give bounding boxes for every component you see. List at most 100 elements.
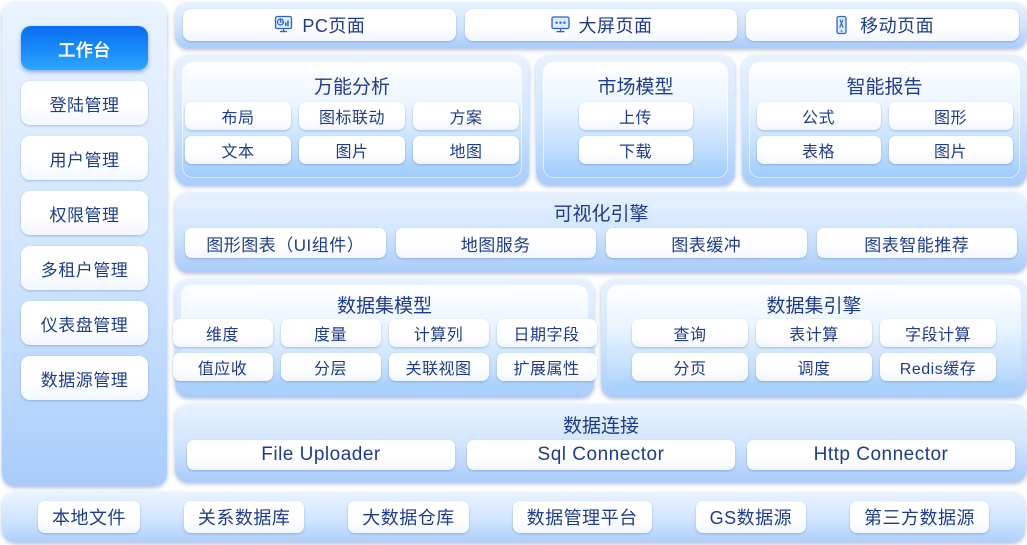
chip-table[interactable]: 表格 (756, 136, 881, 164)
section-title: 数据集模型 (336, 295, 432, 317)
sidebar-item-datasource-management[interactable]: 数据源管理 (21, 356, 148, 400)
dataset-row: 数据集模型 维度 度量 计算列 日期字段 值应收 分层 关联视图 扩展属性 (172, 279, 1027, 397)
dataset-row-items: 查询 表计算 字段计算 (632, 319, 996, 347)
chip-gs-datasource[interactable]: GS数据源 (695, 501, 807, 533)
chip-sql-connector[interactable]: Sql Connector (467, 440, 735, 470)
chip-graphic[interactable]: 图形 (888, 102, 1013, 130)
chip-label: Sql Connector (537, 444, 665, 465)
module-title: 市场模型 (597, 76, 674, 98)
chip-text[interactable]: 文本 (185, 136, 291, 164)
module-card: 智能报告 公式 图形 表格 图片 (749, 62, 1020, 178)
chip-date-field[interactable]: 日期字段 (496, 319, 597, 347)
tab-label: PC页面 (302, 16, 366, 36)
chip-label: 计算列 (413, 327, 464, 344)
module-market-model: 市场模型 上传 下载 (536, 55, 735, 185)
chip-table-calculation[interactable]: 表计算 (756, 319, 872, 347)
dataset-model-section: 数据集模型 维度 度量 计算列 日期字段 值应收 分层 关联视图 扩展属性 (172, 279, 597, 397)
sidebar-item-permission-management[interactable]: 权限管理 (21, 191, 148, 235)
chip-data-management-platform[interactable]: 数据管理平台 (512, 501, 652, 533)
sidebar-item-user-management[interactable]: 用户管理 (21, 136, 148, 180)
chip-relational-database[interactable]: 关系数据库 (183, 501, 305, 533)
chip-label: 图标联动 (318, 110, 385, 127)
chip-calculated-column[interactable]: 计算列 (388, 319, 489, 347)
chip-extended-attribute[interactable]: 扩展属性 (496, 353, 597, 381)
module-row: 公式 图形 (756, 102, 1013, 130)
chip-ui-charts[interactable]: 图形图表（UI组件） (185, 228, 386, 258)
chip-upload[interactable]: 上传 (578, 102, 693, 130)
chip-measure[interactable]: 度量 (280, 319, 381, 347)
mobile-phone-icon (831, 15, 852, 35)
chip-label: 图形图表（UI组件） (206, 235, 365, 255)
visualization-engine-items: 图形图表（UI组件） 地图服务 图表缓冲 图表智能推荐 (175, 228, 1027, 258)
pc-monitor-icon (273, 15, 294, 35)
tab-large-screen-page[interactable]: 大屏页面 (464, 9, 738, 41)
module-smart-report: 智能报告 公式 图形 表格 图片 (742, 55, 1027, 185)
chip-label: 分页 (673, 361, 707, 378)
module-card: 市场模型 上传 下载 (543, 62, 728, 178)
tab-mobile-page[interactable]: 移动页面 (746, 9, 1020, 41)
section-title: 数据连接 (562, 415, 639, 437)
chip-label: 字段计算 (904, 327, 971, 344)
chip-scheme[interactable]: 方案 (413, 102, 519, 130)
dataset-card: 数据集引擎 查询 表计算 字段计算 分页 调度 Redis缓存 (607, 285, 1021, 389)
chip-http-connector[interactable]: Http Connector (747, 440, 1015, 470)
chip-label: 查询 (673, 327, 707, 344)
chip-image[interactable]: 图片 (888, 136, 1013, 164)
chip-download[interactable]: 下载 (578, 136, 693, 164)
chip-icon-linkage[interactable]: 图标联动 (299, 102, 405, 130)
chip-layout[interactable]: 布局 (185, 102, 291, 130)
chip-image[interactable]: 图片 (299, 136, 405, 164)
chip-value-receivable[interactable]: 值应收 (172, 353, 273, 381)
chip-chart-buffer[interactable]: 图表缓冲 (606, 228, 807, 258)
dataset-row-items: 分页 调度 Redis缓存 (632, 353, 996, 381)
dataset-engine-section: 数据集引擎 查询 表计算 字段计算 分页 调度 Redis缓存 (601, 279, 1027, 397)
chip-query[interactable]: 查询 (632, 319, 748, 347)
chip-label: 值应收 (197, 361, 248, 378)
chip-label: 扩展属性 (513, 361, 580, 378)
chip-label: 下载 (618, 144, 652, 161)
chip-label: 数据管理平台 (526, 508, 638, 528)
chip-map-service[interactable]: 地图服务 (395, 228, 596, 258)
chip-label: 第三方数据源 (864, 508, 975, 528)
chip-big-data-warehouse[interactable]: 大数据仓库 (348, 501, 469, 533)
chip-file-uploader[interactable]: File Uploader (187, 440, 455, 470)
module-row: 下载 (578, 136, 693, 164)
sidebar-item-label: 多租户管理 (40, 260, 129, 280)
tab-pc-page[interactable]: PC页面 (183, 9, 456, 41)
chip-label: 日期字段 (513, 327, 580, 344)
chip-chart-recommendation[interactable]: 图表智能推荐 (816, 228, 1017, 258)
chip-label: Http Connector (813, 444, 949, 465)
sidebar-item-workbench[interactable]: 工作台 (21, 26, 148, 70)
chip-map[interactable]: 地图 (413, 136, 519, 164)
chip-redis-cache[interactable]: Redis缓存 (880, 353, 996, 381)
sidebar-item-multi-tenant-management[interactable]: 多租户管理 (21, 246, 148, 290)
chip-label: 图形 (933, 110, 967, 127)
chip-pagination[interactable]: 分页 (632, 353, 748, 381)
chip-label: 图表智能推荐 (864, 235, 970, 255)
chip-local-file[interactable]: 本地文件 (37, 501, 140, 533)
page-type-tabs: PC页面 大屏页面 (175, 2, 1027, 48)
chip-scheduling[interactable]: 调度 (756, 353, 872, 381)
chip-label: 维度 (205, 327, 239, 344)
chip-formula[interactable]: 公式 (756, 102, 881, 130)
chip-field-calculation[interactable]: 字段计算 (880, 319, 996, 347)
module-card: 万能分析 布局 图标联动 方案 文本 图片 地图 (182, 62, 522, 178)
chip-label: 地图 (449, 144, 483, 161)
visualization-engine-section: 可视化引擎 图形图表（UI组件） 地图服务 图表缓冲 图表智能推荐 (175, 192, 1027, 272)
chip-third-party-datasource[interactable]: 第三方数据源 (850, 501, 989, 533)
sidebar-item-login-management[interactable]: 登陆管理 (21, 81, 148, 125)
chip-hierarchy[interactable]: 分层 (280, 353, 381, 381)
chip-label: 图片 (933, 144, 967, 161)
chip-label: 布局 (221, 110, 255, 127)
chip-related-view[interactable]: 关联视图 (388, 353, 489, 381)
chip-label: 图片 (335, 144, 369, 161)
chip-label: 关系数据库 (197, 508, 291, 528)
chip-label: 公式 (801, 110, 835, 127)
sidebar-item-dashboard-management[interactable]: 仪表盘管理 (21, 301, 148, 345)
dataset-card: 数据集模型 维度 度量 计算列 日期字段 值应收 分层 关联视图 扩展属性 (172, 285, 597, 389)
datasource-bar: 本地文件 关系数据库 大数据仓库 数据管理平台 GS数据源 第三方数据源 (2, 492, 1025, 542)
chip-label: Redis缓存 (899, 361, 977, 378)
chip-dimension[interactable]: 维度 (172, 319, 273, 347)
chip-label: 上传 (618, 110, 652, 127)
